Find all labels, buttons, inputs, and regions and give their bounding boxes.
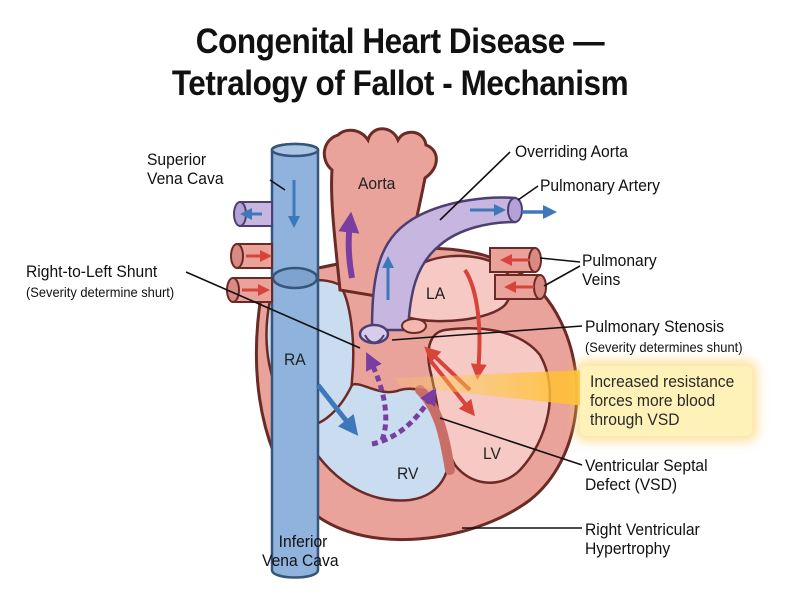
label-aorta: Aorta [358, 174, 396, 193]
aortic-valve [401, 318, 427, 334]
label-lv: LV [483, 444, 501, 463]
shunt-arrow-1 [366, 352, 389, 441]
label-ra: RA [284, 350, 306, 369]
label-overriding-aorta: Overriding Aorta [515, 142, 629, 161]
right-pulmonary-veins [489, 247, 547, 300]
leader-lines [185, 151, 583, 529]
label-pulmonary-artery: Pulmonary Artery [540, 176, 660, 195]
label-vsd: Ventricular Septal Defect (VSD) [585, 456, 708, 494]
callout-line-3: through VSD [590, 410, 680, 429]
left-pulmonary-veins [226, 243, 273, 303]
label-superior-vena-cava: Superior Vena Cava [147, 150, 224, 188]
aorta-purple-flow [338, 211, 360, 279]
pulmonary-valve-ring [358, 323, 390, 345]
title-line-1: Congenital Heart Disease — [195, 22, 605, 61]
label-pulmonary-stenosis-note: (Severity determines shunt) [585, 339, 743, 355]
label-rvh: Right Ventricular Hypertrophy [585, 520, 700, 558]
la-red-arrow [463, 268, 487, 380]
shunt-arrow-2 [371, 387, 437, 447]
label-pulmonary-stenosis: Pulmonary Stenosis [585, 317, 725, 336]
label-rv: RV [397, 464, 419, 483]
label-la: LA [426, 284, 446, 303]
label-pulmonary-veins: Pulmonary Veins [582, 251, 657, 289]
callout-line-2: forces more blood [590, 391, 716, 410]
ra-rv-flow-arrow [316, 383, 359, 436]
callout-line-1: Increased resistance [590, 372, 735, 391]
title-line-2: Tetralogy of Fallot - Mechanism [171, 64, 629, 103]
callout-beam [395, 370, 585, 406]
label-right-to-left-shunt-note: (Severity determine shurt) [26, 284, 175, 300]
label-inferior-vena-cava: Inferior Vena Cava [262, 532, 339, 570]
label-right-to-left-shunt: Right-to-Left Shunt [26, 262, 158, 281]
left-pulmonary-branches [233, 201, 273, 227]
callout-box: Increased resistance forces more blood t… [580, 366, 752, 436]
